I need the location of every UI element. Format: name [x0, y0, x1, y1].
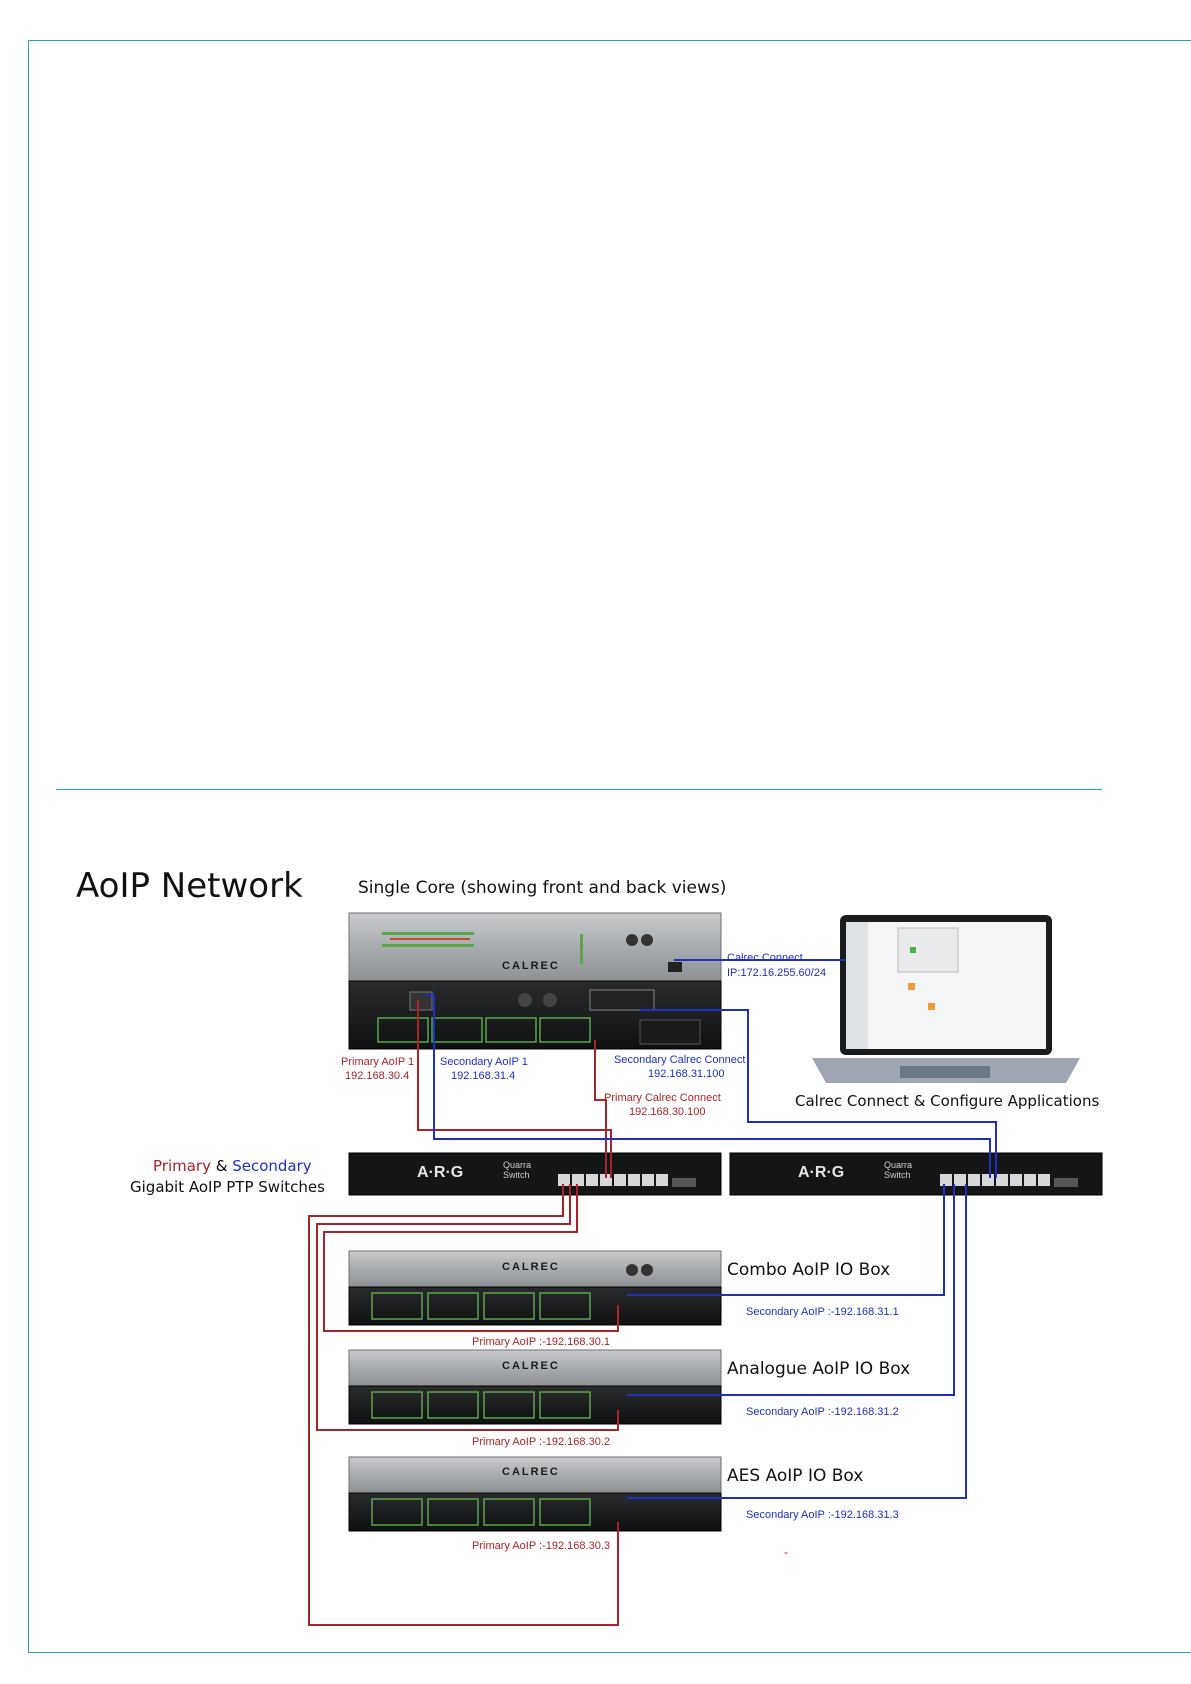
secondary-cables	[425, 959, 997, 1499]
section-divider	[56, 789, 1102, 790]
page-title: AoIP Network	[76, 866, 303, 906]
io-box-secondary-analogue: Secondary AoIP :-192.168.31.2	[746, 1406, 899, 1418]
io-box-name-analogue: Analogue AoIP IO Box	[727, 1359, 911, 1379]
laptop-caption: Calrec Connect & Configure Applications	[795, 1092, 1100, 1110]
io-box-primary-analogue: Primary AoIP :-192.168.30.2	[472, 1436, 610, 1448]
combo-brand-label: CALREC	[502, 1261, 560, 1273]
primary-calrec-connect-ip: 192.168.30.100	[629, 1106, 706, 1118]
switches-caption-primary: Primary	[153, 1157, 211, 1175]
small-dash: -	[784, 1545, 788, 1559]
io-box-secondary-aes: Secondary AoIP :-192.168.31.3	[746, 1509, 899, 1521]
analogue-io-box	[348, 1349, 722, 1425]
switches-caption-line2: Gigabit AoIP PTP Switches	[130, 1178, 325, 1196]
core-brand-label: CALREC	[502, 960, 560, 972]
secondary-calrec-connect-ip: 192.168.31.100	[648, 1068, 725, 1080]
primary-cables	[308, 1000, 619, 1626]
secondary-switch-brand: A·R·G	[798, 1164, 845, 1181]
secondary-switch-model: Quarra Switch	[884, 1160, 913, 1180]
core-title: Single Core (showing front and back view…	[358, 878, 727, 898]
page-frame	[28, 40, 1191, 1653]
switches-caption-amp: &	[215, 1157, 228, 1175]
secondary-switch	[729, 1152, 1103, 1196]
secondary-calrec-connect-label: Secondary Calrec Connect	[614, 1054, 746, 1066]
primary-switch-brand: A·R·G	[417, 1164, 464, 1181]
secondary-aoip-1-ip: 192.168.31.4	[451, 1070, 516, 1082]
primary-switch	[348, 1152, 722, 1196]
core-rear-panel	[348, 980, 722, 1050]
analogue-brand-label: CALREC	[502, 1360, 560, 1372]
switches-caption-secondary: Secondary	[232, 1157, 312, 1175]
primary-switch-model: Quarra Switch	[503, 1160, 532, 1180]
aes-brand-label: CALREC	[502, 1466, 560, 1478]
primary-aoip-1-label: Primary AoIP 1	[341, 1056, 415, 1068]
primary-calrec-connect-label: Primary Calrec Connect	[604, 1092, 721, 1104]
calrec-connect-label: Calrec Connect	[727, 952, 803, 964]
io-box-name-combo: Combo AoIP IO Box	[727, 1260, 891, 1280]
aes-io-box	[348, 1456, 722, 1532]
io-box-secondary-combo: Secondary AoIP :-192.168.31.1	[746, 1306, 899, 1318]
io-box-primary-combo: Primary AoIP :-192.168.30.1	[472, 1336, 610, 1348]
switches-caption-line1: Primary & Secondary	[153, 1157, 312, 1175]
secondary-aoip-1-label: Secondary AoIP 1	[440, 1056, 528, 1068]
primary-aoip-1-ip: 192.168.30.4	[345, 1070, 410, 1082]
io-box-primary-aes: Primary AoIP :-192.168.30.3	[472, 1540, 610, 1552]
combo-io-box	[348, 1250, 722, 1326]
io-box-name-aes: AES AoIP IO Box	[727, 1466, 864, 1486]
calrec-connect-ip: IP:172.16.255.60/24	[727, 967, 827, 979]
laptop-image	[812, 915, 1080, 1083]
